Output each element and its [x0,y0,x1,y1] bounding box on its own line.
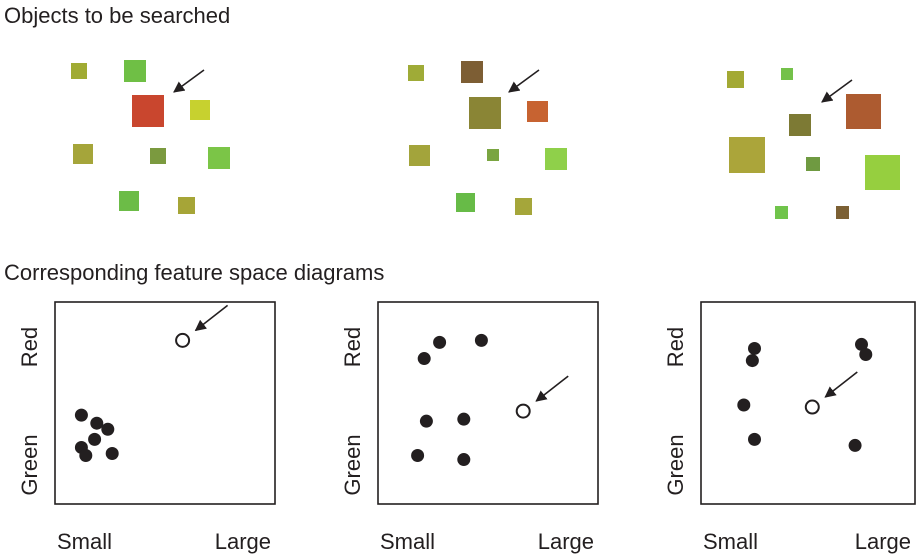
object-square [515,198,532,215]
target-point [175,332,191,348]
object-square [461,61,483,83]
distractor-point [748,341,761,355]
target-point [804,399,820,415]
object-square [836,206,849,219]
distractor-point [748,432,761,446]
objects-layer [71,60,900,219]
distractor-point [90,416,104,430]
object-square [487,149,499,161]
distractor-point [745,354,759,368]
target-point [515,403,531,419]
target-arrow [824,371,858,398]
object-square [781,68,793,80]
distractor-point [474,333,488,347]
objects-panel-1 [71,60,230,214]
object-square [727,71,744,88]
y-axis-label-green: Green [340,434,365,495]
distractor-point [74,408,88,422]
objects-panel-2 [408,61,567,215]
object-square [119,191,139,211]
object-square [775,206,788,219]
objects-panel-3 [727,68,900,219]
object-square [73,144,93,164]
x-axis-label-small: Small [703,529,758,554]
object-square [408,65,424,81]
distractor-point [417,352,431,366]
y-axis-label-red: Red [17,327,42,367]
distractor-point [101,422,115,436]
object-square [469,97,501,129]
y-axis-label-red: Red [340,327,365,367]
distractor-point [419,414,433,428]
distractor-point [457,453,471,467]
feature-space-heading: Corresponding feature space diagrams [4,260,385,285]
object-square [865,155,900,190]
object-square [729,137,765,173]
target-arrow [821,79,853,103]
distractor-point [105,447,119,460]
diagram-frame [377,301,599,505]
object-square [846,94,881,129]
objects-heading: Objects to be searched [4,3,231,28]
x-axis-label-large: Large [855,529,911,554]
object-square [124,60,146,82]
object-square [409,145,430,166]
distractor-point [859,348,873,362]
y-axis-label-green: Green [663,434,688,495]
object-square [208,147,230,169]
x-axis-label-small: Small [57,529,112,554]
object-square [190,100,210,120]
target-arrow [173,69,205,93]
target-arrow [508,69,540,93]
object-square [789,114,811,136]
object-square [806,157,820,171]
distractor-point [79,449,93,463]
y-axis-label-green: Green [17,434,42,495]
distractor-point [457,412,471,426]
x-axis-label-small: Small [380,529,435,554]
object-square [545,148,567,170]
object-square [456,193,475,212]
distractor-point [433,335,447,349]
distractor-point [88,432,102,446]
object-square [71,63,87,79]
diagram-frame [700,301,916,505]
x-axis-label-large: Large [215,529,271,554]
distractor-point [855,337,868,351]
x-axis-label-large: Large [538,529,594,554]
distractor-point [848,438,862,452]
distractor-point [411,449,425,463]
distractor-point [737,398,751,412]
object-square [178,197,195,214]
target-arrow [535,375,569,402]
object-square [150,148,166,164]
diagram-frame [54,301,276,505]
target-arrow [194,304,229,332]
y-axis-label-red: Red [663,327,688,367]
object-square [132,95,164,127]
object-square [527,101,548,122]
